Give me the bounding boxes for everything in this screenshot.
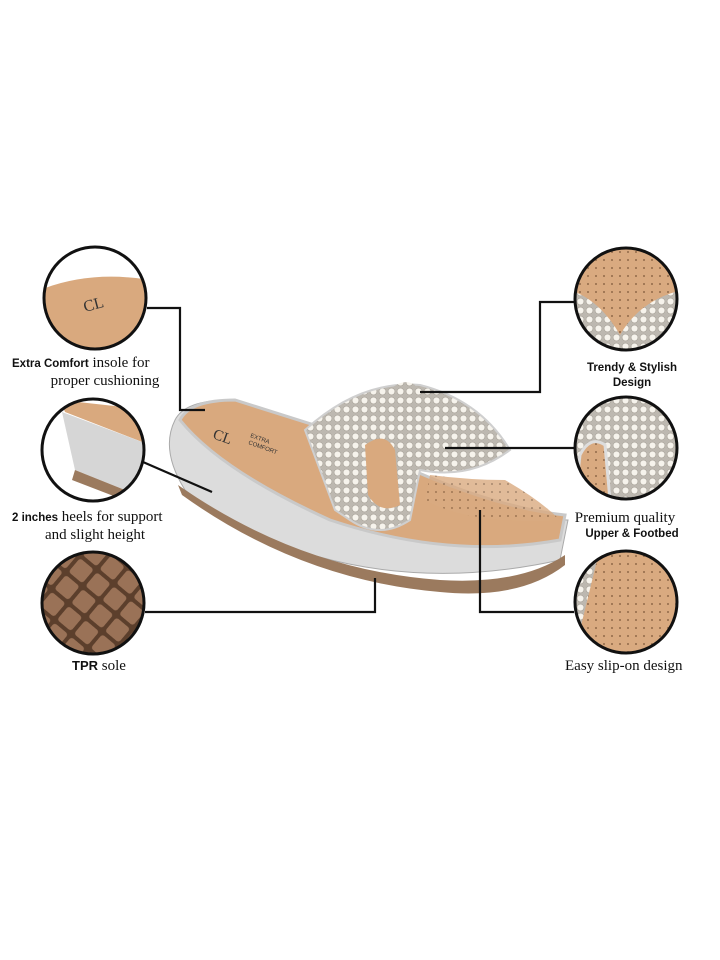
heel-line1: heels for support <box>61 509 163 525</box>
sandal-image: CL EXTRA COMFORT <box>168 382 569 594</box>
detail-circle-sole <box>40 550 146 656</box>
callout-lines <box>142 300 574 614</box>
heel-bold: 2 inches <box>12 512 59 524</box>
design-line2: Design <box>612 377 652 389</box>
quality-line1: Premium quality <box>574 510 676 526</box>
design-line1: Trendy & Stylish <box>586 362 678 374</box>
heel-line2: and slight height <box>45 527 145 543</box>
detail-circle-insole: CL <box>42 245 148 351</box>
quality-line2: Upper & Footbed <box>585 528 679 540</box>
insole-line2: proper cushioning <box>50 373 160 389</box>
insole-line1: insole for <box>92 355 150 371</box>
insole-label: Extra Comfort insole for <box>12 354 150 373</box>
logo-brand: CL <box>211 427 234 449</box>
svg-text:CL: CL <box>82 294 106 316</box>
detail-circle-slipon <box>573 549 679 655</box>
detail-circle-heel <box>40 397 146 503</box>
sole-bold: TPR <box>72 658 98 673</box>
detail-circle-quality <box>573 395 679 501</box>
slipon-line1: Easy slip-on design <box>565 658 683 674</box>
insole-bold: Extra Comfort <box>12 358 89 370</box>
heel-label: 2 inches heels for support <box>12 508 163 527</box>
sole-line1: sole <box>101 658 126 674</box>
detail-circle-design <box>573 246 679 352</box>
sole-label: TPR sole <box>72 657 126 675</box>
